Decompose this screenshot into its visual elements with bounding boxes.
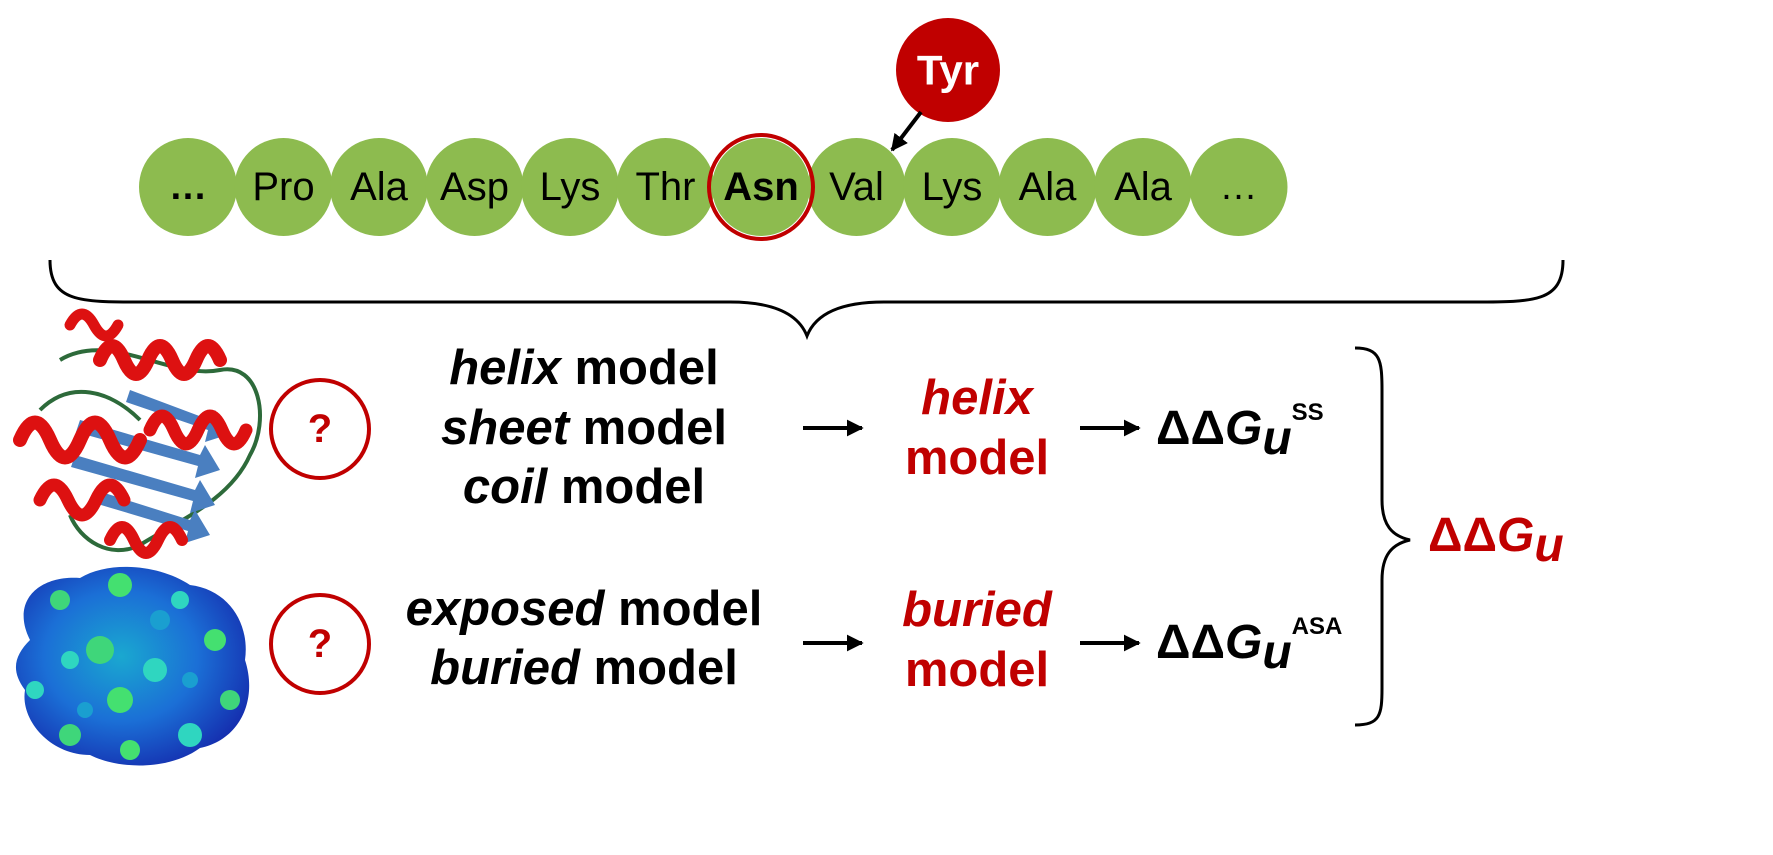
selected-ss-type: helix	[921, 371, 1034, 425]
residue-bead	[903, 138, 1001, 236]
residue-label: Ala	[1114, 165, 1173, 209]
question-mark-asa: ?	[308, 622, 332, 666]
residue-bead	[330, 138, 428, 236]
mutation-arrow	[890, 110, 923, 152]
residue-bead	[712, 138, 810, 236]
residue-label: Ala	[350, 165, 409, 209]
question-circle-asa: ?	[269, 593, 371, 695]
protein-surface-icon	[15, 566, 250, 766]
ddg-total: ΔΔGu	[1428, 509, 1564, 572]
residue-label: …	[169, 166, 207, 208]
residue-label: Pro	[252, 165, 314, 209]
residue-label: Lys	[540, 165, 601, 209]
selected-asa-type: buried	[902, 583, 1053, 637]
selected-ss-suffix: model	[905, 431, 1049, 485]
asa-option-buried: buried model	[430, 641, 738, 695]
residue-0: …	[139, 138, 237, 236]
residue-7: Val	[807, 138, 906, 236]
residue-bead	[616, 138, 715, 236]
residue-bead	[1189, 138, 1288, 236]
residue-label: …	[1220, 166, 1258, 208]
residue-bead	[1094, 138, 1192, 236]
ddg-ss: ΔΔGuSS	[1156, 399, 1324, 465]
residue-4: Lys	[521, 138, 619, 236]
residue-label: Val	[829, 165, 884, 209]
sequence-brace	[48, 259, 1565, 341]
residue-9: Ala	[998, 138, 1097, 236]
selected-asa-suffix: model	[905, 643, 1049, 697]
residue-sequence: … Pro Ala Asp Lys Thr Asn Val Lys Ala Ala …	[139, 138, 1288, 236]
residue-label: Asp	[440, 165, 509, 209]
residue-8: Lys	[903, 138, 1001, 236]
residue-label: Thr	[636, 165, 696, 209]
ddg-asa: ΔΔGuASA	[1156, 613, 1342, 679]
mutation-label: Tyr	[917, 47, 979, 94]
protein-ribbon-icon	[13, 308, 262, 559]
asa-option-exposed: exposed model	[406, 582, 763, 636]
residue-6: Asn	[712, 138, 810, 236]
residue-1: Pro	[234, 138, 333, 236]
residue-bead	[139, 138, 237, 236]
right-brace	[1354, 346, 1411, 727]
residue-5: Thr	[616, 138, 715, 236]
residue-2: Ala	[330, 138, 428, 236]
residue-bead	[234, 138, 333, 236]
residue-bead	[521, 138, 619, 236]
residue-10: Ala	[1094, 138, 1192, 236]
residue-label: Asn	[723, 165, 799, 209]
residue-bead	[998, 138, 1097, 236]
question-circle-ss: ?	[269, 378, 371, 480]
ss-option-coil: coil model	[463, 460, 705, 514]
residue-bead	[807, 138, 906, 236]
residue-label: Ala	[1019, 165, 1078, 209]
residue-3: Asp	[425, 138, 524, 236]
residue-bead	[425, 138, 524, 236]
mutation-bubble: Tyr	[896, 18, 1000, 122]
highlighted-residue-ring	[707, 133, 815, 241]
ss-option-helix: helix model	[449, 341, 719, 395]
residue-label: Lys	[922, 165, 983, 209]
residue-11: …	[1189, 138, 1288, 236]
ss-option-sheet: sheet model	[441, 401, 727, 455]
question-mark-ss: ?	[308, 407, 332, 451]
